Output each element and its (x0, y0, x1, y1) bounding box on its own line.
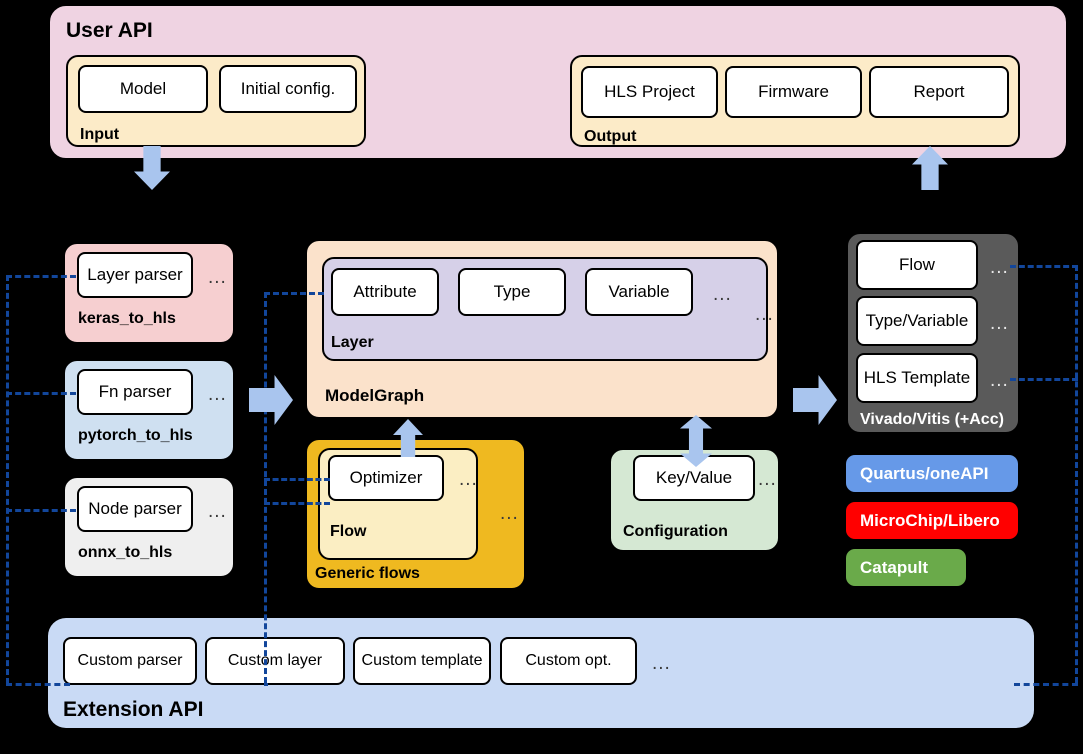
converter-item-node-parser[interactable]: Node parser (77, 486, 193, 532)
vivado-item-flow[interactable]: Flow (856, 240, 978, 290)
backend-pill-catapult[interactable]: Catapult (846, 549, 966, 586)
extension-link-to-node-parser (6, 509, 76, 512)
layer-label: Layer (331, 334, 374, 351)
extension-link-left-to-extension (6, 683, 70, 686)
extension-link-to-fn-parser (6, 392, 76, 395)
modelgraph-to-backend-arrow (793, 375, 837, 425)
user-api-title: User API (66, 19, 153, 42)
extension-link-to-flow (264, 502, 330, 505)
converter-pytorch-ellipsis: ... (208, 384, 227, 405)
layer-ellipsis: ... (713, 284, 732, 305)
modelgraph-label: ModelGraph (325, 386, 425, 405)
converter-label-pytorch: pytorch_to_hls (78, 427, 193, 444)
extension-ellipsis: ... (652, 653, 671, 674)
output-item-firmware[interactable]: Firmware (725, 66, 862, 118)
vivado-hls-template-ellipsis: ... (990, 370, 1009, 391)
generic-flows-ellipsis: ... (500, 503, 519, 524)
vivado-type-variable-ellipsis: ... (990, 313, 1009, 334)
flow-item-optimizer[interactable]: Optimizer (328, 455, 444, 501)
vivado-flow-ellipsis: ... (990, 257, 1009, 278)
extension-link-mid-to-extension (264, 683, 268, 686)
converter-item-fn-parser[interactable]: Fn parser (77, 369, 193, 415)
vivado-backend-label: Vivado/Vitis (+Acc) (860, 411, 1004, 428)
layer-item-variable[interactable]: Variable (585, 268, 693, 316)
extension-link-to-hls-template (1010, 378, 1078, 381)
extension-link-right-to-extension (1014, 683, 1078, 686)
layer-item-attribute[interactable]: Attribute (331, 268, 439, 316)
configuration-ellipsis: ... (758, 469, 777, 490)
backend-pill-quartus[interactable]: Quartus/oneAPI (846, 455, 1018, 492)
converter-onnx-ellipsis: ... (208, 501, 227, 522)
converter-label-keras: keras_to_hls (78, 310, 176, 327)
extension-item-custom-opt[interactable]: Custom opt. (500, 637, 637, 685)
extension-link-to-layer (264, 292, 324, 295)
configuration-label: Configuration (623, 523, 728, 540)
converter-item-layer-parser[interactable]: Layer parser (77, 252, 193, 298)
converter-keras-ellipsis: ... (208, 267, 227, 288)
output-item-report[interactable]: Report (869, 66, 1009, 118)
extension-link-right-trunk (1075, 265, 1078, 683)
modelgraph-ellipsis: ... (755, 304, 774, 325)
converter-label-onnx: onnx_to_hls (78, 544, 173, 561)
input-item-model[interactable]: Model (78, 65, 208, 113)
flow-label: Flow (330, 523, 367, 540)
output-item-hls-project[interactable]: HLS Project (581, 66, 718, 118)
layer-item-type[interactable]: Type (458, 268, 566, 316)
vivado-item-type-variable[interactable]: Type/Variable (856, 296, 978, 346)
input-group-label: Input (80, 126, 120, 143)
extension-item-custom-parser[interactable]: Custom parser (63, 637, 197, 685)
configuration-item-key-value[interactable]: Key/Value (633, 455, 755, 501)
output-group-label: Output (584, 128, 637, 145)
generic-flows-label: Generic flows (315, 565, 420, 582)
extension-api-title: Extension API (63, 698, 204, 721)
extension-link-to-vivado-flow (1010, 265, 1078, 268)
extension-item-custom-layer[interactable]: Custom layer (205, 637, 345, 685)
input-item-initial-config[interactable]: Initial config. (219, 65, 357, 113)
extension-item-custom-template[interactable]: Custom template (353, 637, 491, 685)
extension-link-to-optimizer (264, 478, 330, 481)
flow-ellipsis: ... (459, 469, 478, 490)
extension-link-mid-trunk (264, 292, 267, 683)
backend-pill-microchip[interactable]: MicroChip/Libero (846, 502, 1018, 539)
converters-to-modelgraph-arrow (249, 375, 293, 425)
vivado-item-hls-template[interactable]: HLS Template (856, 353, 978, 403)
extension-link-left-trunk (6, 275, 9, 684)
extension-link-to-layer-parser (6, 275, 76, 278)
